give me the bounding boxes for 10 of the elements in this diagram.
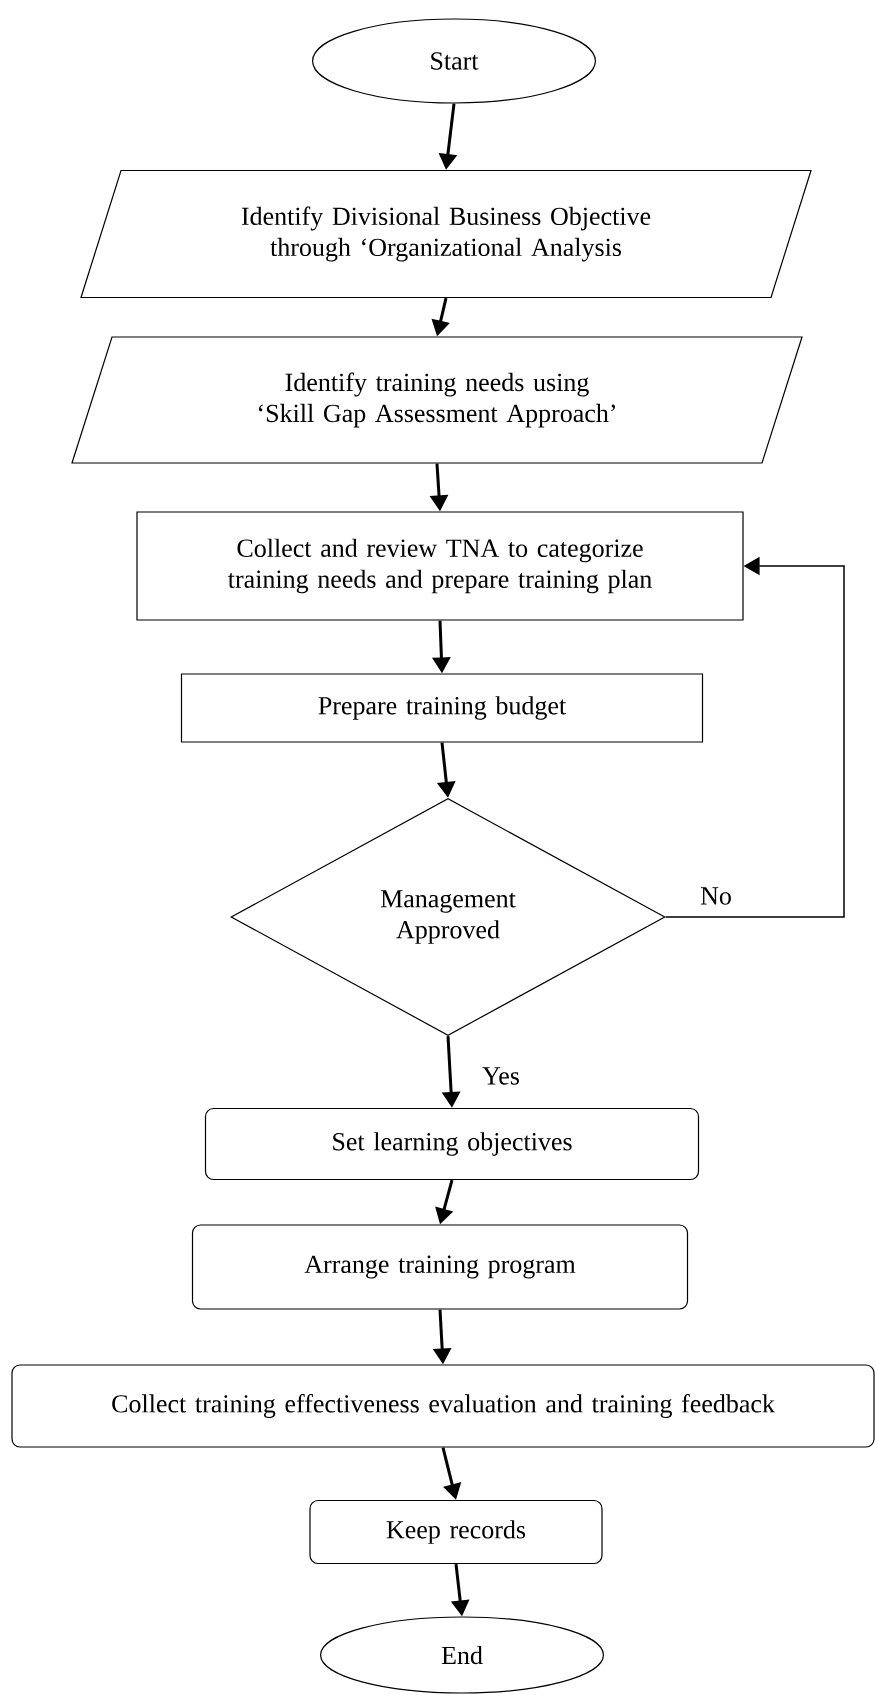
input-parallelogram: Identify training needs using ‘Skill Gap Assessment Approach’ — [71, 336, 803, 464]
process-box: Keep records — [309, 1499, 603, 1565]
edge-label: No — [700, 887, 731, 905]
process-box: Prepare training budget — [180, 673, 704, 743]
process-box: Set learning objectives — [204, 1107, 700, 1181]
process-box: Arrange training program — [191, 1224, 689, 1310]
input-parallelogram: Identify Divisional Business Objective through ‘Organizational Analysis — [80, 169, 812, 299]
process-box: Collect training effectiveness evaluation and training feedback — [11, 1364, 875, 1448]
process-box: Collect and review TNA to categorize training needs and prepare training plan — [136, 511, 744, 621]
edge-label: Yes — [482, 1067, 519, 1085]
